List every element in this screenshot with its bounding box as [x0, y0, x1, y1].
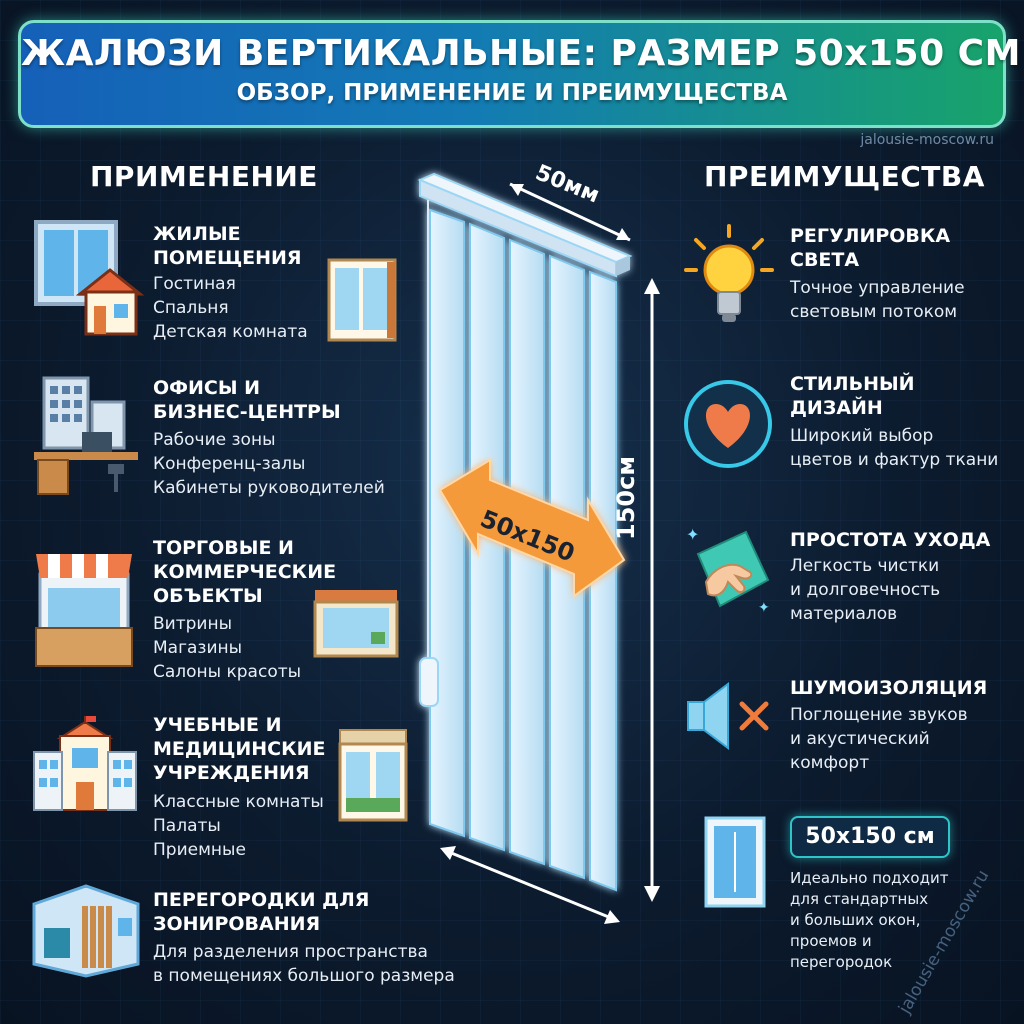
right-item-3-line-1: Легкость чистки [790, 556, 940, 576]
header-banner: ЖАЛЮЗИ ВЕРТИКАЛЬНЫЕ: РАЗМЕР 50x150 СМ ОБ… [18, 20, 1021, 128]
right-item-4-title: ШУМОИЗОЛЯЦИЯ [790, 677, 988, 699]
svg-text:✦: ✦ [686, 525, 699, 544]
size-line-2: для стандартных [790, 890, 929, 908]
right-item-2-lines: Широкий выбор цветов и фактур ткани [790, 424, 998, 472]
window-house-icon [34, 220, 144, 336]
storefront-icon [35, 554, 133, 667]
svg-text:✦: ✦ [758, 600, 770, 616]
right-item-2-line-2: цветов и фактур ткани [790, 450, 999, 470]
left-item-2-title: ОФИСЫ И БИЗНЕС-ЦЕНТРЫ [153, 377, 341, 423]
left-item-4-lines: Классные комнаты Палаты Приемные [153, 790, 324, 862]
partition-room-icon [32, 884, 140, 978]
heart-icon [684, 380, 772, 468]
left-item-4-line-1: Классные комнаты [153, 792, 324, 812]
right-item-1-lines: Точное управление световым потоком [790, 276, 965, 324]
page-subtitle: ОБЗОР, ПРИМЕНЕНИЕ И ПРЕИМУЩЕСТВА [236, 80, 788, 106]
left-item-5-line-1: Для разделения пространства [153, 942, 428, 962]
left-item-2-line-1: Рабочие зоны [153, 430, 276, 450]
window-roller-blind-icon [338, 729, 408, 822]
left-item-2-line-2: Конференц-залы [153, 454, 306, 474]
right-item-4-line-2: и акустический [790, 729, 930, 749]
right-item-1-title: РЕГУЛИРОВКА СВЕТА [790, 225, 951, 271]
cleaning-hand-icon: ✦ ✦ [686, 525, 770, 616]
right-item-3-line-3: материалов [790, 604, 898, 624]
right-item-2-title: СТИЛЬНЫЙ ДИЗАЙН [790, 373, 915, 419]
right-item-3-title: ПРОСТОТА УХОДА [790, 529, 991, 551]
left-item-3-line-2: Магазины [153, 638, 243, 658]
size-description: Идеально подходит для стандартных и боль… [790, 868, 948, 973]
watermark-top: jalousie-moscow.ru [860, 132, 994, 148]
vertical-blind-illustration [417, 172, 660, 924]
left-item-2-lines: Рабочие зоны Конференц-залы Кабинеты рук… [153, 428, 385, 500]
right-item-3-lines: Легкость чистки и долговечность материал… [790, 554, 940, 626]
left-item-4-title: УЧЕБНЫЕ И МЕДИЦИНСКИЕ УЧРЕЖДЕНИЯ [153, 714, 326, 784]
size-badge: 50x150 см [790, 816, 950, 858]
page-title: ЖАЛЮЗИ ВЕРТИКАЛЬНЫЕ: РАЗМЕР 50x150 СМ [21, 33, 1021, 74]
left-item-1-line-3: Детская комната [153, 322, 308, 342]
window-icon [704, 816, 766, 908]
left-column-title: ПРИМЕНЕНИЕ [90, 160, 318, 193]
size-line-5: перегородок [790, 953, 893, 971]
right-column-title: ПРЕИМУЩЕСТВА [704, 160, 985, 193]
left-item-1-lines: Гостиная Спальня Детская комната [153, 272, 308, 344]
shop-window-icon [313, 590, 399, 658]
blind-height-label: 150см [612, 456, 640, 540]
window-curtain-icon [327, 258, 397, 342]
left-item-1-line-1: Гостиная [153, 274, 236, 294]
right-item-4-lines: Поглощение звуков и акустический комфорт [790, 703, 968, 775]
right-item-3-line-2: и долговечность [790, 580, 941, 600]
size-line-3: и больших окон, [790, 911, 921, 929]
left-item-3-line-1: Витрины [153, 614, 232, 634]
left-item-4-line-2: Палаты [153, 816, 221, 836]
left-item-5-lines: Для разделения пространства в помещениях… [153, 940, 455, 988]
left-item-5-title: ПЕРЕГОРОДКИ ДЛЯ ЗОНИРОВАНИЯ [153, 889, 370, 935]
left-item-1-line-2: Спальня [153, 298, 229, 318]
lightbulb-icon [684, 224, 774, 322]
office-desk-icon [34, 376, 138, 495]
left-item-4-line-3: Приемные [153, 840, 246, 860]
school-icon [33, 716, 137, 811]
size-line-4: проемов и [790, 932, 872, 950]
right-item-1-line-2: световым потоком [790, 302, 958, 322]
speaker-mute-icon [687, 682, 769, 750]
size-line-1: Идеально подходит [790, 869, 949, 887]
right-item-4-line-1: Поглощение звуков [790, 705, 968, 725]
right-item-1-line-1: Точное управление [790, 278, 965, 298]
left-item-3-line-3: Салоны красоты [153, 662, 302, 682]
left-item-2-line-3: Кабинеты руководителей [153, 478, 385, 498]
left-item-1-title: ЖИЛЫЕ ПОМЕЩЕНИЯ [153, 223, 302, 269]
right-item-2-line-1: Широкий выбор [790, 426, 934, 446]
left-item-5-line-2: в помещениях большого размера [153, 966, 455, 986]
left-item-3-title: ТОРГОВЫЕ И КОММЕРЧЕСКИЕ ОБЪЕКТЫ [153, 537, 337, 607]
left-item-3-lines: Витрины Магазины Салоны красоты [153, 612, 301, 684]
right-item-4-line-3: комфорт [790, 753, 870, 773]
